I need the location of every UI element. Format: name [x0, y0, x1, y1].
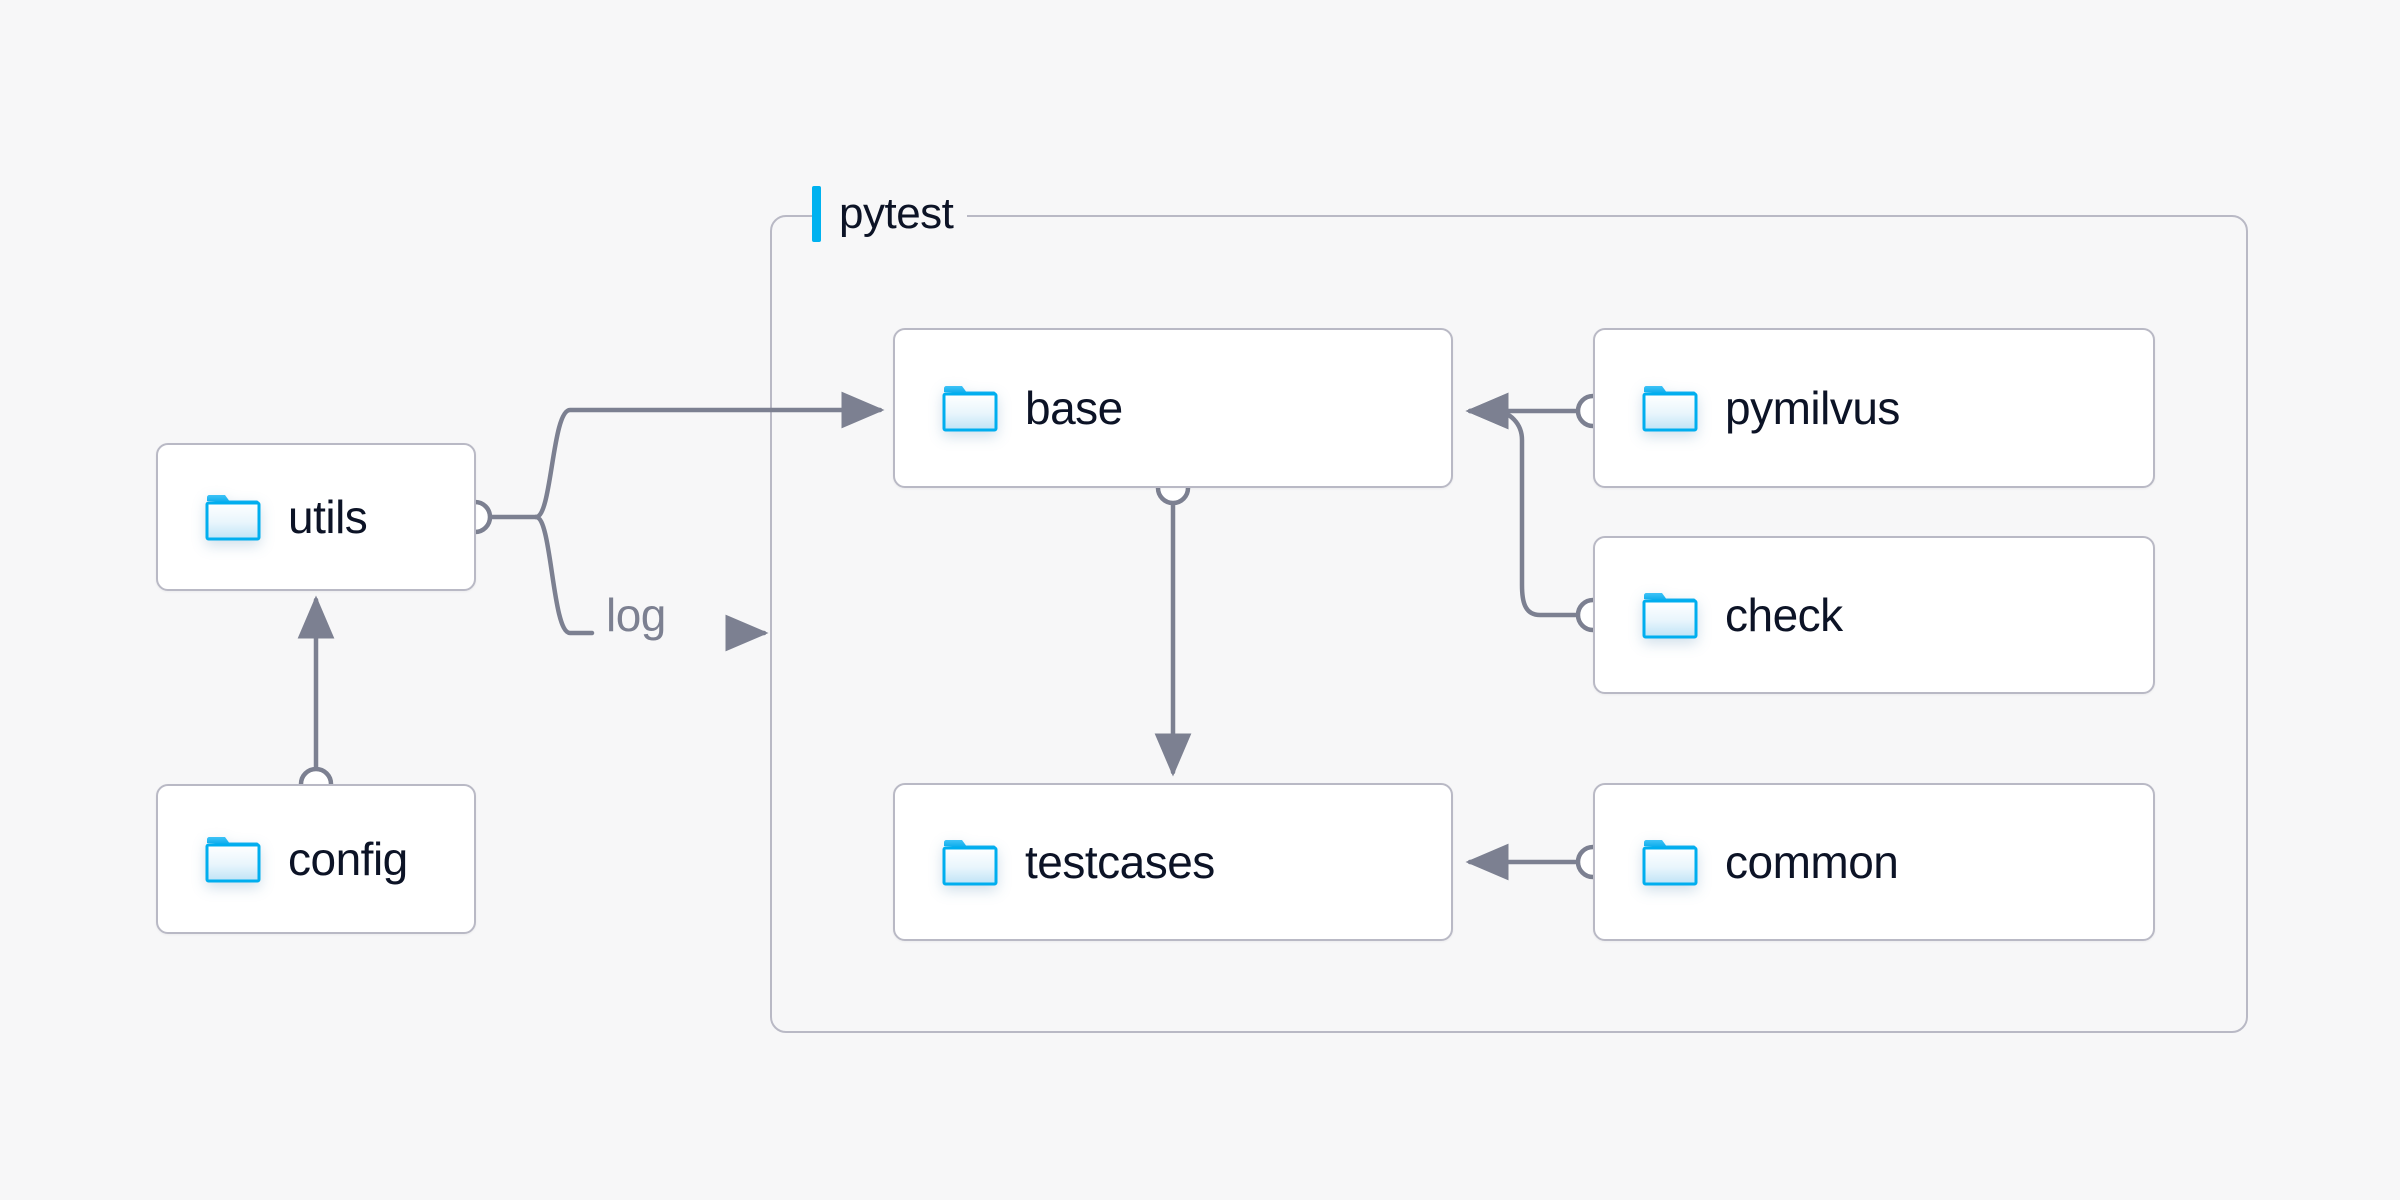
group-title: pytest [839, 189, 954, 238]
edge-check-to-base [1465, 392, 1611, 633]
folder-icon [1641, 837, 1699, 887]
folder-icon [1641, 383, 1699, 433]
edge-utils-to-base [533, 391, 885, 520]
node-label: base [1025, 382, 1123, 434]
node-config[interactable]: config [156, 784, 476, 934]
group-label-pytest: pytest [812, 182, 968, 246]
folder-icon [941, 383, 999, 433]
group-container-pytest [770, 215, 2248, 1033]
folder-icon [204, 834, 262, 884]
node-testcases[interactable]: testcases [893, 783, 1453, 941]
node-label: pymilvus [1725, 382, 1900, 434]
edge-label-log: log [598, 588, 674, 642]
folder-icon [204, 492, 262, 542]
node-label: testcases [1025, 836, 1215, 888]
edge-utils-to-log [533, 514, 769, 652]
edge-config-to-utils [297, 595, 335, 802]
folder-icon [1641, 590, 1699, 640]
node-label: config [288, 833, 408, 885]
edge-common-to-testcases [1465, 843, 1611, 881]
node-check[interactable]: check [1593, 536, 2155, 694]
folder-icon [941, 837, 999, 887]
node-pymilvus[interactable]: pymilvus [1593, 328, 2155, 488]
node-base[interactable]: base [893, 328, 1453, 488]
node-common[interactable]: common [1593, 783, 2155, 941]
node-label: check [1725, 589, 1843, 641]
accent-bar-icon [812, 186, 821, 242]
node-utils[interactable]: utils [156, 443, 476, 591]
node-label: common [1725, 836, 1899, 888]
node-label: utils [288, 491, 368, 543]
edge-base-to-testcases [1154, 470, 1192, 777]
